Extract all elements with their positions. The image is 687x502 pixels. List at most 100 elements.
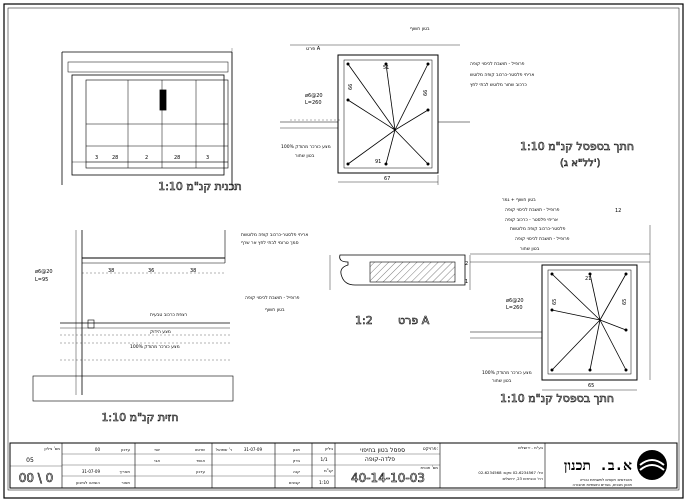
- bench-dim-12: 12: [615, 208, 621, 214]
- lintel-tag-a: פרט A: [306, 46, 321, 52]
- addr-line-2: רח' הנביאים 23, ירושלים: [502, 476, 543, 481]
- sheet-inner-border: [7, 7, 680, 491]
- bench-note-8: בטון שחור: [492, 379, 512, 384]
- elev-note-3: מצע כורכר מהודק 100%: [130, 344, 180, 350]
- sheet-number-big: 00 \ 0: [19, 471, 54, 485]
- row-2-role2: אושר: [196, 458, 205, 463]
- lintel-rebar-L: L=260: [305, 100, 322, 106]
- row-2-name2: אבי: [154, 458, 160, 463]
- lintel-dim-small1: 51: [383, 65, 389, 71]
- bench-note-3: אריחי פלסטר - כרכוב קופה: [505, 218, 558, 223]
- bench-rebar: ø6@20: [506, 298, 524, 304]
- elev-dim-3: 38: [190, 268, 196, 274]
- elev-note-1: רצפת כרכוב טבעית: [150, 313, 188, 318]
- bench-title: חתך בספסל קנ"מ 1:10: [500, 392, 614, 405]
- sheet-border: [3, 3, 684, 499]
- revision-table: עדכון תאריך תאור 00 31-07-09 הוצאה לביצו…: [76, 447, 131, 485]
- lintel-dim-small2: 91: [375, 159, 381, 165]
- company-line-2: תכנון מבנים, גשרים ותשתיות תחבורה: [573, 482, 633, 487]
- lintel-note-4: כרכוב שחור מלוטש לבתי לחץ: [470, 83, 527, 88]
- bench-dim-small: 21: [585, 276, 591, 282]
- sheet-label: גיליון: [325, 446, 333, 451]
- sheet-val: 1/1: [320, 457, 327, 463]
- bench-dim-left: 65: [552, 299, 558, 305]
- project-label: פרויקט:: [423, 447, 438, 452]
- elev-rebar-L: L=95: [35, 277, 48, 283]
- plan-dim-1: 3: [95, 155, 98, 161]
- lintel-note-2: פרופיל - תושבת לכיסוי קופה: [470, 62, 525, 67]
- company-logo: [637, 450, 667, 480]
- scale-label: קנ"מ: [324, 468, 333, 473]
- detail-dim-h1: 2: [465, 261, 468, 267]
- lintel-dim-bottom: 67: [384, 176, 390, 182]
- row-1-role: תכנן: [293, 447, 301, 452]
- detail-note-3: פרופיל - תושבת לכיסוי קופה: [245, 296, 300, 301]
- sheet-code: 05: [26, 457, 34, 464]
- rev-row-1-date: 31-07-09: [82, 469, 101, 474]
- plan-dim-3: 2: [145, 155, 148, 161]
- drawing-number: 40-14-10-03: [351, 471, 425, 485]
- bench-dim-right: 65: [622, 299, 628, 305]
- approval-rows: תכנן 31-07-09 ר' שמואל שרטט יוסי בדק אוש…: [154, 447, 301, 485]
- sheet-num-label: מס' גיליון: [44, 446, 60, 451]
- elevation-title: חזית קנ"מ 1:10: [101, 411, 178, 424]
- scale-val: 1:10: [319, 480, 329, 486]
- row-1-name2: יוסי: [155, 447, 161, 452]
- bench-note-6: בטון שחור: [520, 247, 540, 252]
- bench-note-2: פרופיל - תושבת לכיסוי קופה: [505, 208, 560, 213]
- detail-a-title: פרט A: [398, 314, 430, 327]
- lintel-rebars: [346, 62, 430, 166]
- lintel-dim-mid: 66: [423, 90, 429, 96]
- bench-section: [470, 225, 651, 391]
- addr-line-1: טל: 02-6234567 פקס: 02-6234568: [478, 470, 543, 475]
- lintel-note-3: אריחי פלסטר-כרכוב קופה מלוטש: [470, 73, 534, 78]
- rev-col-desc: תאור: [121, 480, 130, 485]
- row-1-role2: שרטט: [195, 447, 205, 452]
- title-block: [9, 442, 678, 489]
- project-name-2: פלדה-קופה: [365, 456, 395, 463]
- row-1-name: ר' שמואל: [216, 447, 232, 452]
- detail-a-scale: 1:2: [355, 314, 373, 327]
- plan-title: תכנית קנ"מ 1:10: [158, 180, 242, 193]
- elevation-dimensions: 38 36 38: [108, 268, 196, 274]
- plan-dim-5: 3: [206, 155, 209, 161]
- detail-dim-h2: 1: [465, 279, 468, 285]
- elev-dim-1: 38: [108, 268, 114, 274]
- lintel-note-6: בטון שחור: [295, 154, 315, 159]
- company-logo-text: א.ב. תכנון: [564, 458, 632, 474]
- company-line-1: מהנדסים ויועצים לתשתיות ובנייה: [580, 477, 633, 482]
- detail-note-4: בטון חשוף: [265, 308, 285, 313]
- rev-col-date: תאריך: [119, 469, 130, 474]
- bench-note-5: פרופיל - תושבת לכיסוי קופה: [515, 237, 570, 242]
- detail-note-1: אריחי פלסטר-כרכוב קופה מלוטשת: [241, 233, 308, 238]
- elevation-view: [32, 230, 234, 402]
- row-1-date: 31-07-09: [244, 447, 263, 452]
- lintel-note-1: בטון חשוף: [410, 27, 430, 32]
- plan-dim-2: 28: [112, 155, 118, 161]
- row-2-role: בדק: [293, 458, 301, 463]
- rev-col-label: עדכון: [121, 447, 130, 452]
- lintel-dim-left: 66: [348, 84, 354, 90]
- plan-view: [61, 48, 233, 190]
- bench-note-7: מצע כורכר מהודק 100%: [482, 370, 532, 376]
- bench-rebar-L: L=260: [506, 305, 523, 311]
- bench-rebars: [550, 272, 628, 372]
- plan-dim-4: 28: [174, 155, 180, 161]
- rev-row-1-no: 00: [95, 447, 101, 452]
- lintel-title: חתך בספסל קנ"מ 1:10: [520, 140, 634, 153]
- elev-note-2: מצע הידוק: [150, 330, 171, 335]
- detail-note-2: סמך טרומי לבתי לחץ אר שרף: [241, 241, 299, 246]
- lintel-note-5: מצע כורכר מהודק 100%: [281, 144, 331, 150]
- elev-dim-2: 36: [148, 268, 154, 274]
- rev-row-1-desc: הוצאה לביצוע: [76, 480, 100, 485]
- row-4-role: קבצים: [289, 480, 300, 485]
- lintel-rebar: ø6@20: [305, 93, 323, 99]
- plan-dimension-line: 3 28 2 28 3: [86, 155, 228, 163]
- bench-dim-bottom: 65: [588, 383, 594, 389]
- row-3-role2: עדכון: [196, 469, 205, 474]
- drawing-no-label: מס' תכנית: [420, 465, 438, 470]
- lintel-subtitle: (לל"א ג'): [560, 158, 601, 169]
- lintel-section: [280, 44, 470, 185]
- detail-a: [329, 254, 471, 290]
